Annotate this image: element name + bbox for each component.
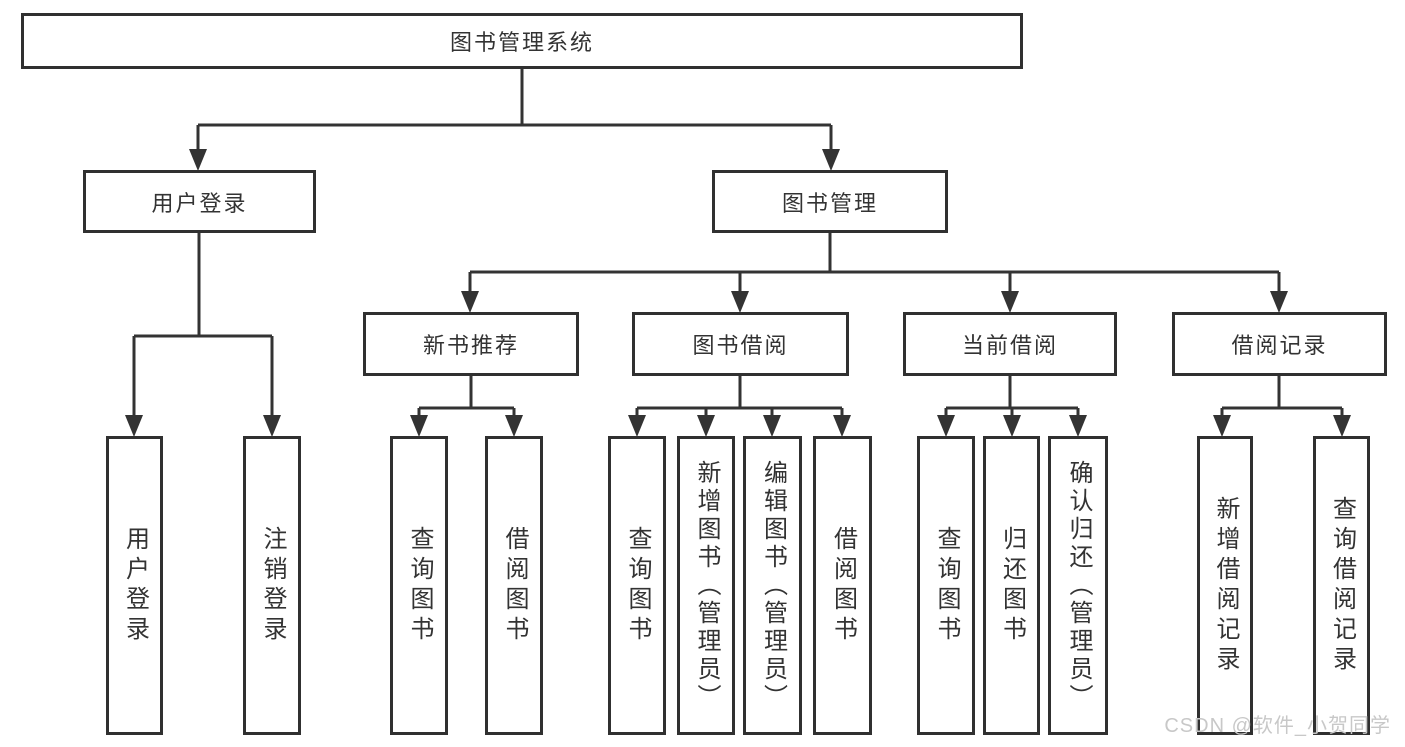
connector-bookborrow-to-leaves (635, 376, 844, 422)
arrow-down-icon (731, 291, 749, 313)
connector-newbooks-to-leaves (417, 376, 516, 422)
node-leaf-records-add: 新增借阅记录 (1197, 436, 1253, 735)
node-leaf-current-query-label: 查询图书 (933, 525, 960, 646)
arrow-down-icon (1213, 415, 1231, 437)
node-leaf-records-query: 查询借阅记录 (1313, 436, 1370, 735)
node-leaf-logout-label: 注销登录 (259, 525, 286, 646)
node-leaf-bookborrow-edit-label: 编辑图书（管理员） (759, 459, 787, 712)
node-root-label: 图书管理系统 (449, 30, 594, 55)
arrow-down-icon (937, 415, 955, 437)
node-leaf-current-return-label: 归还图书 (998, 525, 1026, 646)
node-leaf-records-add-label: 新增借阅记录 (1212, 495, 1239, 676)
node-cat-new-books: 新书推荐 (363, 312, 579, 376)
node-leaf-newbooks-borrow-label: 借阅图书 (501, 525, 528, 646)
node-leaf-user-login-label: 用户登录 (121, 525, 149, 646)
node-cat-book-borrow-label: 图书借阅 (692, 333, 789, 358)
node-book-mgmt-branch-label: 图书管理 (781, 190, 878, 216)
arrow-down-icon (125, 415, 143, 437)
node-leaf-user-login: 用户登录 (106, 436, 163, 735)
node-leaf-bookborrow-query-label: 查询图书 (624, 525, 651, 646)
node-leaf-bookborrow-borrow-label: 借阅图书 (829, 525, 857, 646)
node-leaf-current-confirm-label: 确认归还（管理员） (1065, 459, 1092, 712)
node-leaf-bookborrow-query: 查询图书 (608, 436, 666, 735)
arrow-down-icon (410, 415, 428, 437)
arrow-down-icon (1270, 291, 1288, 313)
node-leaf-current-return: 归还图书 (983, 436, 1040, 735)
node-cat-borrow-records-label: 借阅记录 (1231, 333, 1328, 358)
arrow-down-icon (822, 149, 840, 171)
arrow-down-icon (697, 415, 715, 437)
node-leaf-bookborrow-add-label: 新增图书（管理员） (693, 459, 720, 712)
connector-currentborrow-to-leaves (944, 376, 1080, 422)
node-user-login-branch-label: 用户登录 (151, 190, 248, 216)
arrow-down-icon (505, 415, 523, 437)
node-leaf-bookborrow-borrow: 借阅图书 (813, 436, 872, 735)
arrow-down-icon (1333, 415, 1351, 437)
node-leaf-newbooks-borrow: 借阅图书 (485, 436, 543, 735)
node-leaf-records-query-label: 查询借阅记录 (1328, 495, 1356, 676)
node-leaf-bookborrow-add: 新增图书（管理员） (677, 436, 735, 735)
node-root: 图书管理系统 (21, 13, 1023, 69)
connector-userlogin-to-leaves (132, 233, 274, 422)
arrow-down-icon (833, 415, 851, 437)
arrow-down-icon (461, 291, 479, 313)
node-book-mgmt-branch: 图书管理 (712, 170, 948, 233)
arrow-down-icon (628, 415, 646, 437)
node-user-login-branch: 用户登录 (83, 170, 316, 233)
node-cat-current-borrow: 当前借阅 (903, 312, 1117, 376)
arrow-down-icon (263, 415, 281, 437)
node-leaf-bookborrow-edit: 编辑图书（管理员） (743, 436, 802, 735)
arrow-down-icon (1003, 415, 1021, 437)
arrow-down-icon (1069, 415, 1087, 437)
node-leaf-current-query: 查询图书 (917, 436, 975, 735)
node-leaf-logout: 注销登录 (243, 436, 301, 735)
connector-records-to-leaves (1220, 376, 1344, 422)
node-cat-borrow-records: 借阅记录 (1172, 312, 1387, 376)
node-cat-current-borrow-label: 当前借阅 (961, 333, 1058, 358)
arrow-down-icon (1001, 291, 1019, 313)
connector-bookmgmt-to-categories (468, 233, 1281, 298)
arrow-down-icon (189, 149, 207, 171)
node-leaf-current-confirm: 确认归还（管理员） (1048, 436, 1108, 735)
node-leaf-newbooks-query: 查询图书 (390, 436, 448, 735)
node-cat-book-borrow: 图书借阅 (632, 312, 849, 376)
node-cat-new-books-label: 新书推荐 (422, 333, 519, 358)
arrow-down-icon (763, 415, 781, 437)
node-leaf-newbooks-query-label: 查询图书 (406, 525, 433, 646)
connector-root-to-level2 (196, 69, 833, 155)
watermark: CSDN @软件_小贺同学 (1164, 715, 1391, 737)
